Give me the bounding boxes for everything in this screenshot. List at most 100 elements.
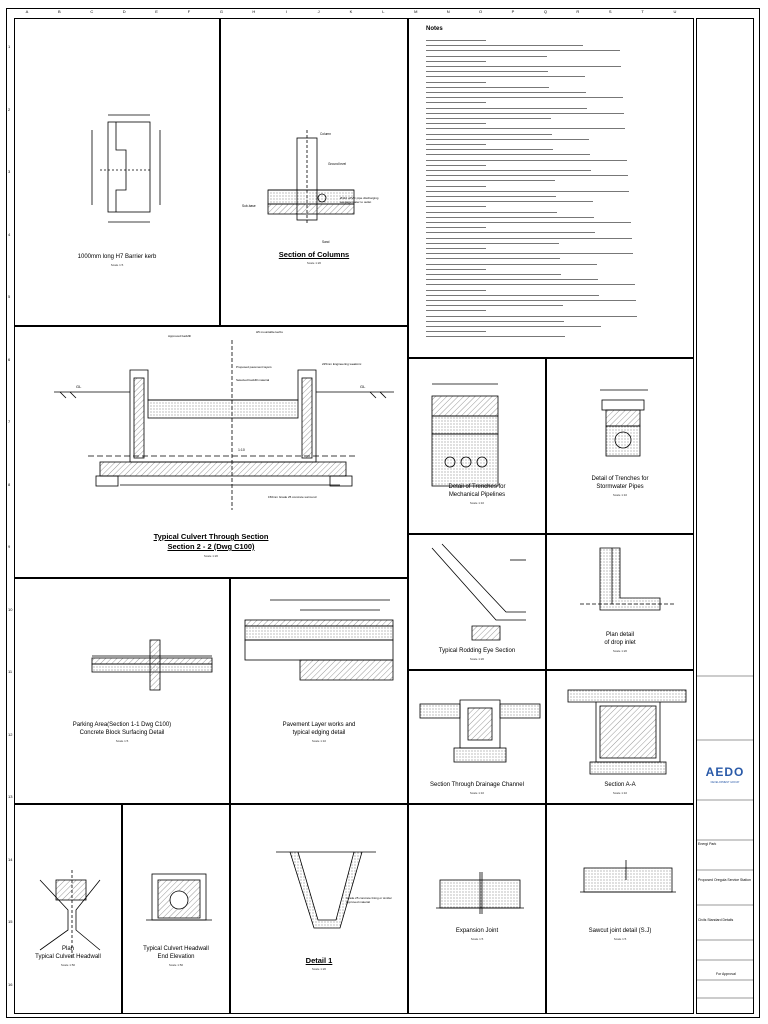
barrier-kerb-scale: Scale 1:5 [110, 263, 124, 267]
label-gl-left: GL [76, 384, 82, 389]
notes-text-line [426, 133, 552, 135]
parking-scale: Scale 1:5 [115, 739, 129, 743]
label-concrete-surround: 150mm Grade 25 concrete surround [268, 495, 317, 499]
panel-drainage-channel [408, 670, 546, 804]
drop-inlet-title-1: Plan detail [605, 632, 635, 638]
notes-text-line [426, 305, 563, 307]
detail1-scale: Scale 1:20 [311, 967, 327, 971]
notes-text-line [426, 71, 548, 73]
pavement-scale: Scale 1:10 [311, 739, 327, 743]
notes-text-line [426, 175, 628, 177]
grid-row-4: 4 [8, 231, 11, 237]
panel-trench-storm [546, 358, 694, 534]
grid-row-3: 3 [8, 169, 11, 174]
expansion-scale: Scale 1:5 [470, 937, 484, 941]
notes-text-line [426, 112, 624, 114]
grid-column-p: P [511, 9, 515, 14]
headwall-end-drawing [146, 873, 212, 921]
pavement-title-2: typical edging detail [292, 730, 346, 736]
expansion-caption: Expansion Joint Scale 1:5 [408, 928, 546, 946]
headwall-end-title-2: End Elevation [157, 954, 195, 960]
notes-text-line [426, 253, 633, 255]
parking-drawing [91, 639, 213, 691]
grid-row-5: 5 [8, 294, 11, 299]
notes-text-line [426, 263, 597, 265]
grid-column-e: E [155, 9, 158, 14]
notes-text-line [426, 310, 486, 312]
title-block-lines [696, 675, 754, 999]
grid-column-l: L [382, 9, 385, 14]
culvert-title-2: Section 2 - 2 (Dwg C100) [167, 542, 255, 551]
panel-barrier-kerb [14, 18, 220, 326]
panel-drop-inlet [546, 534, 694, 670]
culvert-title-1: Typical Culvert Through Section [153, 532, 269, 541]
headwall-plan-title-1: Plan [61, 946, 74, 952]
label-h5-kerbs: H5 mountable kerbs [256, 330, 283, 334]
notes-text-line [426, 237, 632, 239]
notes-text-line [426, 66, 621, 67]
parking-title-2: Concrete Block Surfacing Detail [79, 730, 165, 736]
grid-column-g: G [219, 9, 223, 14]
notes-text-line [426, 242, 559, 244]
panel-pavement [230, 578, 408, 804]
trench-mech-title-2: Mechanical Pipelines [448, 492, 506, 498]
grid-column-t: T [641, 9, 644, 14]
panel-culvert [14, 326, 408, 578]
notes-text-line [426, 170, 591, 171]
notes-text-line [426, 289, 486, 291]
headwall-plan-caption: Plan Typical Culvert Headwall Scale 1:50 [14, 946, 122, 972]
drainage-channel-caption: Section Through Drainage Channel Scale 1… [408, 782, 546, 800]
notes-text-line [426, 154, 590, 156]
grid-column-m: M [414, 9, 418, 14]
trench-storm-scale: Scale 1:10 [612, 493, 628, 497]
notes-text-line [426, 149, 553, 151]
label-pavement-layers: Proposed pavement layers [236, 365, 272, 369]
grid-row-6: 6 [8, 356, 11, 362]
notes-text-line [426, 336, 565, 338]
grid-column-h: H [252, 9, 256, 14]
grid-column-b: B [58, 9, 61, 14]
barrier-kerb-caption: 1000mm long H7 Barrier kerb Scale 1:5 [14, 254, 220, 274]
label-sub-base: Sub-base [242, 204, 256, 208]
panel-headwall-end [122, 804, 230, 1014]
grid-row-8: 8 [8, 481, 11, 487]
drainage-channel-drawing [419, 699, 541, 763]
detail1-caption: Detail 1 Scale 1:20 [230, 956, 408, 976]
status: For Approval [716, 972, 736, 976]
grid-column-n: N [446, 9, 450, 14]
notes-text-line [426, 216, 594, 218]
panel-rodding [408, 534, 546, 670]
grid-row-1: 1 [8, 44, 11, 49]
label-ground-level: Ground level [328, 162, 347, 166]
notes-text-line [426, 55, 547, 57]
rodding-scale: Scale 1:20 [469, 657, 485, 661]
grid-row-16: 16 [8, 981, 13, 987]
notes-text-line [426, 40, 486, 41]
panel-columns [220, 18, 408, 326]
label-concrete-lining: Grade 25 concrete lining or similar appr… [346, 896, 392, 904]
notes-text-line [426, 196, 556, 197]
notes-text-line [426, 268, 486, 270]
label-upvc-pipe: Ø110 uPVC pipe discharging seepage water… [340, 196, 379, 204]
notes-text-line [426, 144, 486, 145]
headwall-end-title-1: Typical Culvert Headwall [143, 946, 209, 952]
trench-mech-title-1: Detail of Trenches for [448, 484, 506, 490]
panel-notes [408, 18, 694, 358]
notes-text-line [426, 92, 586, 93]
notes-text-line [426, 320, 564, 322]
grid-row-13: 13 [8, 794, 13, 799]
notes-text-line [426, 107, 587, 109]
notes-text-line [426, 123, 486, 125]
pavement-title-1: Pavement Layer works and [282, 722, 356, 728]
headwall-plan-drawing [39, 870, 101, 960]
columns-caption: Section of Columns Scale 1:20 [220, 250, 408, 270]
drainage-channel-title: Section Through Drainage Channel [430, 782, 524, 788]
sawcut-drawing [580, 860, 676, 893]
label-approved-backfill: Approved backfill [168, 334, 191, 338]
drainage-channel-scale: Scale 1:10 [469, 791, 485, 795]
notes-text-line [426, 284, 635, 286]
rodding-caption: Typical Rodding Eye Section Scale 1:20 [408, 648, 546, 666]
grid-column-j: J [317, 9, 320, 14]
panel-parking [14, 578, 230, 804]
